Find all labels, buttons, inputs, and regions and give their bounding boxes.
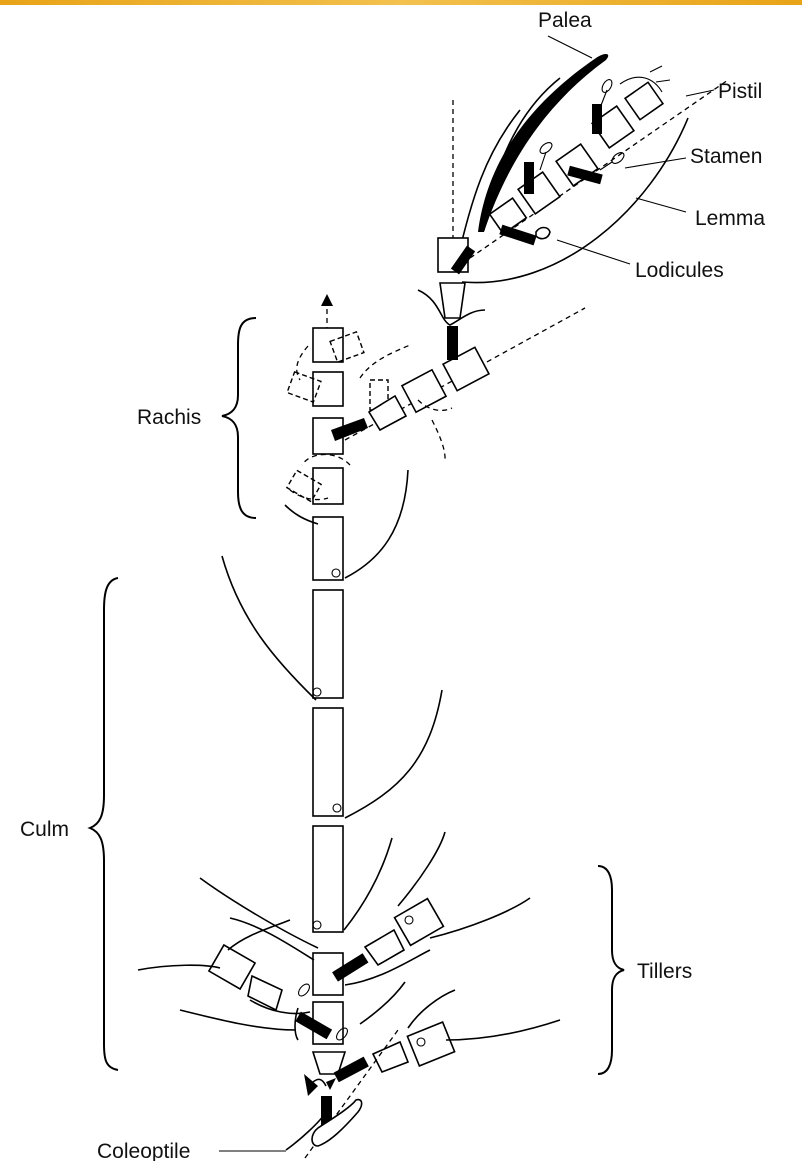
tillers (138, 832, 560, 1096)
main-axis (313, 294, 345, 1132)
label-lemma: Lemma (695, 207, 765, 230)
label-stamen: Stamen (690, 145, 762, 168)
label-culm: Culm (20, 818, 69, 841)
label-coleoptile: Coleoptile (97, 1140, 190, 1161)
label-pistil: Pistil (718, 80, 762, 103)
culm-brace (90, 578, 118, 1070)
label-tillers: Tillers (637, 960, 692, 983)
rachis-brace (222, 318, 256, 518)
label-palea: Palea (538, 9, 592, 32)
coleoptile-shape (286, 1030, 398, 1158)
rachis-ghost-spikelets (287, 332, 445, 502)
leader-lines (219, 36, 714, 1151)
label-rachis: Rachis (137, 406, 201, 429)
spikelet-branch (331, 283, 585, 441)
label-lodicules: Lodicules (635, 259, 724, 282)
tillers-brace (598, 866, 624, 1074)
